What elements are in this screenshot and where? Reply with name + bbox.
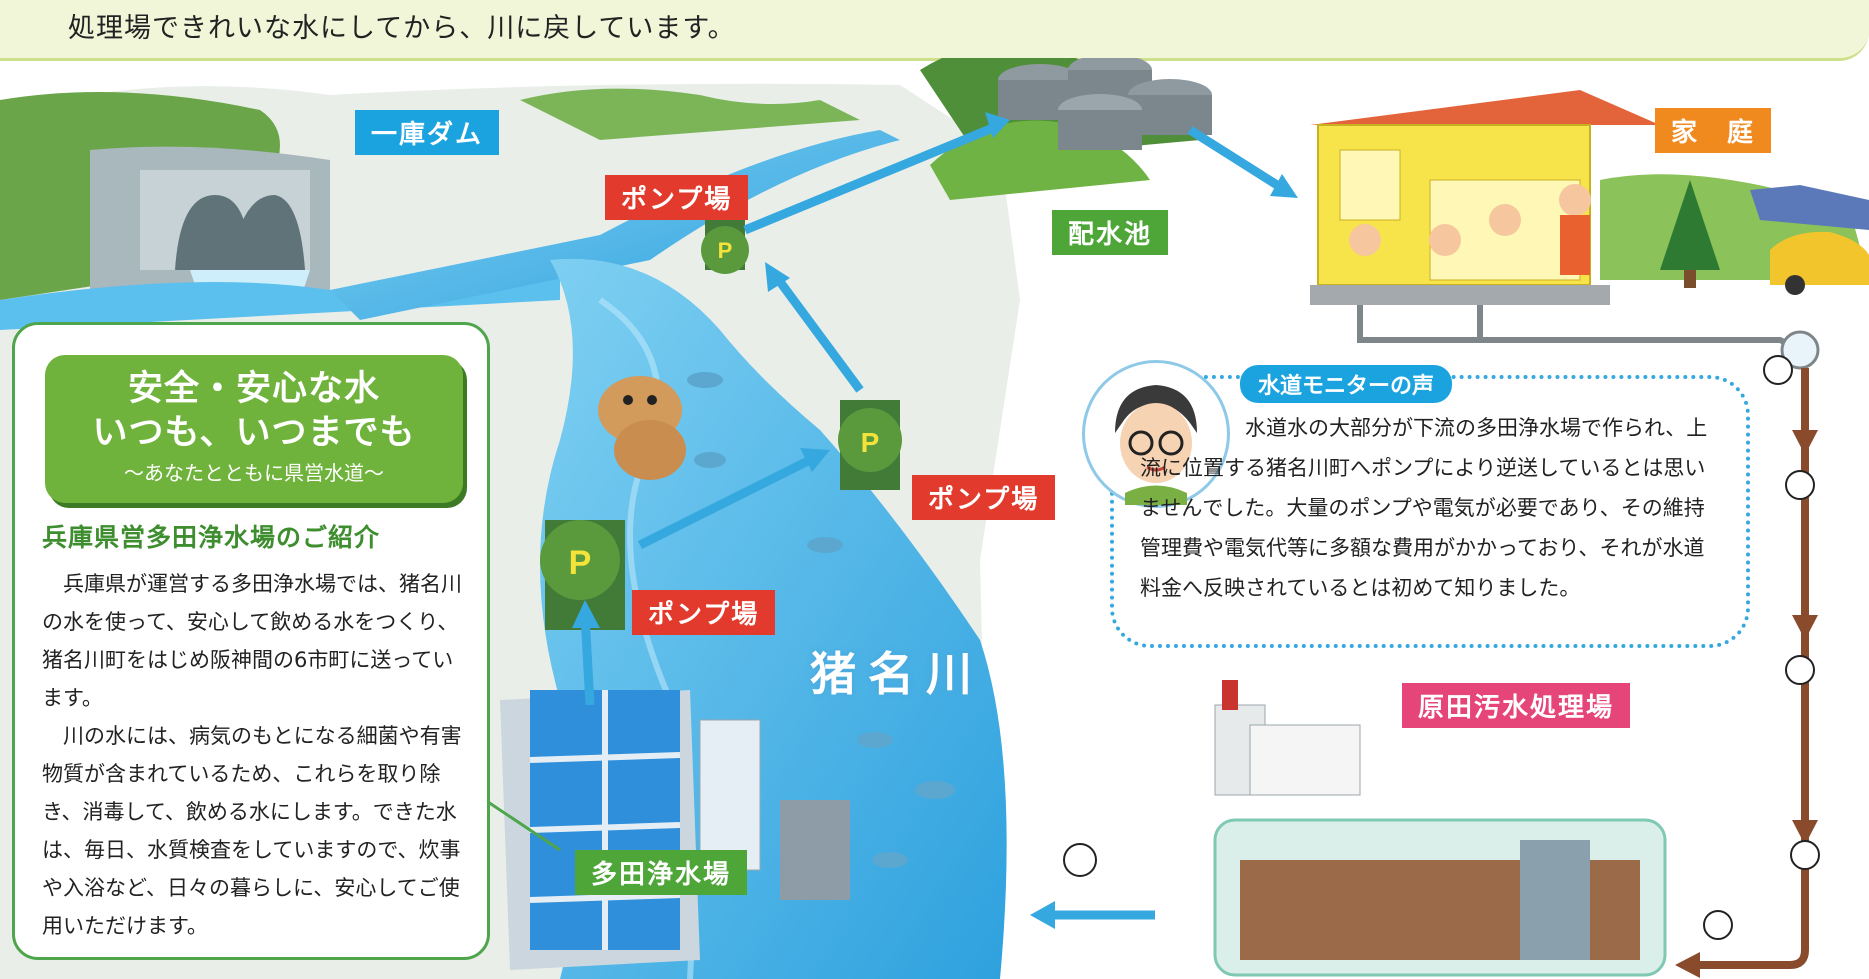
sewage-plant-label: 原田汚水処理場 — [1402, 683, 1631, 728]
sewer-arrow-head — [1792, 430, 1818, 455]
slogan-box: 安全・安心な水 いつも、いつまでも 〜あなたとともに県営水道〜 — [45, 355, 463, 503]
reservoir-tank-icon — [998, 58, 1212, 150]
pump-icon: P — [701, 210, 749, 274]
flow-arrow — [771, 272, 864, 393]
flow-arrow-head — [800, 448, 830, 472]
plant-icon — [500, 690, 850, 970]
house-icon — [1310, 90, 1820, 370]
reservoir-label: 配水池 — [1052, 210, 1169, 255]
intro-paragraph-2: 川の水には、病気のもとになる細菌や有害物質が含まれているため、これらを取り除き、… — [42, 724, 462, 938]
sewer-line — [1690, 368, 1809, 969]
pump-icon: P — [838, 400, 902, 490]
sewer-arrow-head — [1675, 952, 1700, 978]
home-label: 家 庭 — [1655, 108, 1772, 153]
pump-station-label-low: ポンプ場 — [632, 590, 776, 635]
intro-panel-title: 兵庫県営多田浄水場のご紹介 — [42, 523, 381, 552]
svg-text:P: P — [861, 427, 880, 458]
flow-arrow — [637, 450, 823, 550]
slogan-subtitle: 〜あなたとともに県営水道〜 — [124, 461, 384, 485]
monitor-comment: 水道水の大部分が下流の多田浄水場で作られ、上流に位置する猪名川町へポンプにより逆… — [1140, 408, 1715, 608]
slogan-line-1: 安全・安心な水 — [127, 369, 380, 409]
flow-arrow — [1187, 126, 1288, 194]
pump-station-label-mid: ポンプ場 — [912, 475, 1056, 520]
intro-paragraph-1: 兵庫県が運営する多田浄水場では、猪名川の水を使って、安心して飲める水をつくり、猪… — [42, 572, 462, 710]
flow-arrow-head — [572, 600, 600, 628]
flow-arrow-head — [765, 262, 790, 292]
tree-icon — [1660, 180, 1720, 288]
upper-river — [330, 130, 900, 320]
intro-text: 処理場できれいな水にしてから、川に戻しています。 — [68, 13, 736, 44]
intro-banner — [0, 0, 1869, 61]
flow-arrow-head — [1030, 901, 1055, 929]
boar-icon — [598, 376, 686, 480]
slogan-line-2: いつも、いつまでも — [92, 413, 416, 453]
sewer-arrow-head — [1792, 615, 1818, 640]
flow-arrow — [580, 614, 595, 706]
flow-arrow-head — [985, 112, 1010, 138]
flow-arrow-head — [1270, 174, 1298, 198]
purification-plant-label: 多田浄水場 — [575, 850, 748, 895]
monitor-avatar — [1082, 360, 1230, 508]
water-drop-mascot-icon — [1063, 355, 1820, 940]
person-icon — [1115, 385, 1197, 505]
intro-panel-body: 兵庫県が運営する多田浄水場では、猪名川の水を使って、安心して飲める水をつくり、猪… — [42, 565, 472, 945]
monitor-title: 水道モニターの声 — [1240, 365, 1453, 403]
fish-icon — [687, 372, 955, 868]
monitor-comment-text: 水道水の大部分が下流の多田浄水場で作られ、上流に位置する猪名川町へポンプにより逆… — [1140, 416, 1708, 600]
svg-text:P: P — [569, 544, 592, 582]
factory-icon — [1213, 680, 1667, 977]
pump-station-label-top: ポンプ場 — [605, 175, 749, 220]
sewer-arrow-head — [1792, 820, 1818, 845]
pump-icon: P — [540, 520, 625, 630]
flow-arrow — [743, 120, 1002, 235]
car-icon — [1770, 231, 1869, 295]
svg-text:P: P — [718, 238, 733, 263]
river-name-label: 猪名川 — [810, 647, 984, 701]
dam-label: 一庫ダム — [355, 110, 500, 155]
